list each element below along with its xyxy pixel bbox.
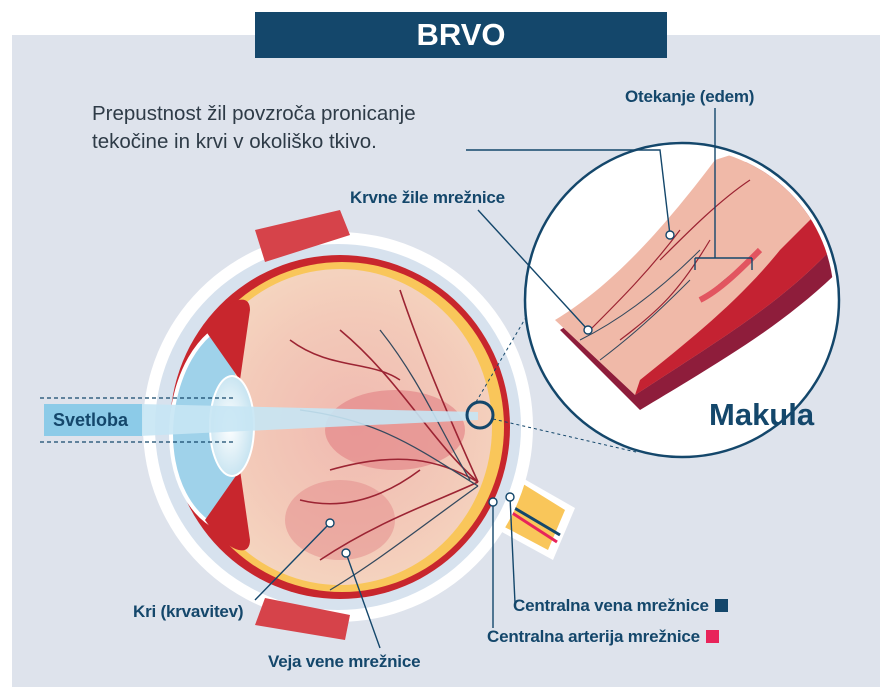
vein-legend-swatch [715,599,728,612]
artery-legend-swatch [706,630,719,643]
label-edema: Otekanje (edem) [625,87,754,107]
label-hemorrhage: Kri (krvavitev) [133,602,243,622]
label-macula: Makula [709,397,814,433]
note-line-1: Prepustnost žil povzroča pronicanje [92,100,416,128]
central-artery-text: Centralna arterija mrežnice [487,627,700,646]
note-line-2: tekočine in krvi v okoliško tkivo. [92,128,416,156]
hemorrhage-area [325,390,465,470]
label-central-vein: Centralna vena mrežnice [513,596,728,616]
label-light: Svetloba [53,410,128,431]
central-vein-text: Centralna vena mrežnice [513,596,709,615]
label-central-artery: Centralna arterija mrežnice [487,627,719,647]
permeability-note: Prepustnost žil povzroča pronicanje teko… [92,100,416,156]
label-branch-vein: Veja vene mrežnice [268,652,420,672]
label-retinal-vessels: Krvne žile mrežnice [350,188,505,208]
